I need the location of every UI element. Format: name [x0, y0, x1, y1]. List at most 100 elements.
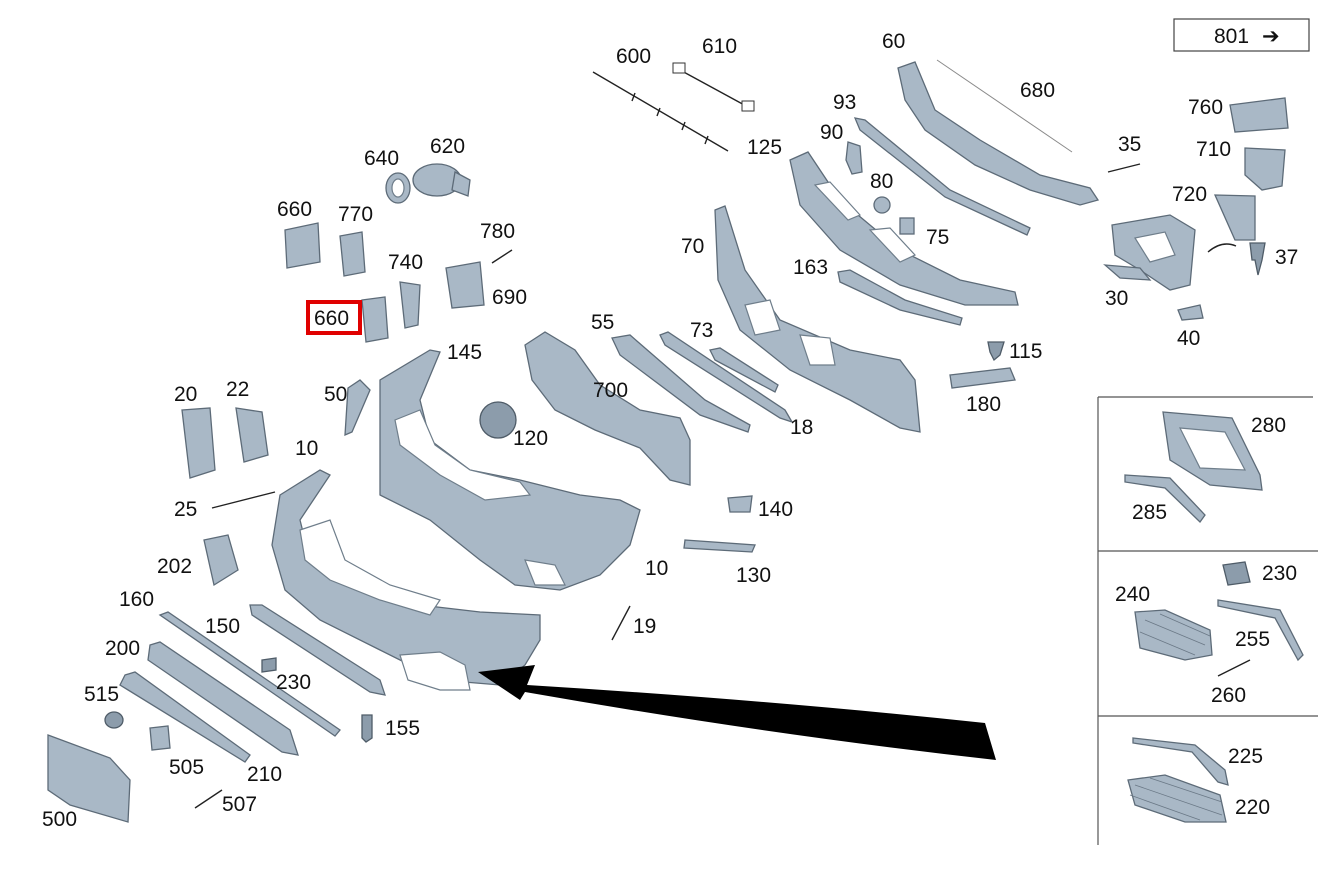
callout-35[interactable]: 35 — [1118, 133, 1141, 156]
screw-507[interactable] — [194, 789, 223, 809]
callout-140[interactable]: 140 — [758, 498, 793, 521]
callout-115[interactable]: 115 — [1009, 340, 1042, 363]
clip-75[interactable] — [899, 217, 915, 235]
control-unit-660[interactable] — [361, 296, 389, 343]
reference-801-button[interactable]: 801 ➔ — [1173, 18, 1310, 52]
callout-720[interactable]: 720 — [1172, 183, 1207, 206]
wiring-harness-610[interactable] — [672, 62, 755, 112]
trim-160[interactable] — [158, 611, 341, 737]
cable-680[interactable] — [936, 59, 1073, 153]
grille-760[interactable] — [1229, 97, 1289, 133]
callout-90[interactable]: 90 — [820, 121, 843, 144]
callout-770[interactable]: 770 — [338, 203, 373, 226]
wiring-harness-600[interactable] — [592, 71, 729, 152]
callout-210[interactable]: 210 — [247, 763, 282, 786]
callout-75[interactable]: 75 — [926, 226, 949, 249]
callout-202[interactable]: 202 — [157, 555, 192, 578]
rod-25[interactable] — [211, 491, 276, 509]
mounting-rail-55-700[interactable] — [524, 331, 691, 486]
callout-640[interactable]: 640 — [364, 147, 399, 170]
callout-125[interactable]: 125 — [747, 136, 782, 159]
strip-73b[interactable] — [709, 347, 779, 393]
callout-73[interactable]: 73 — [690, 319, 713, 342]
grille-220[interactable] — [1127, 774, 1227, 823]
callout-10-lower[interactable]: 10 — [645, 557, 668, 580]
callout-120[interactable]: 120 — [513, 427, 548, 450]
screw-780[interactable] — [491, 249, 513, 264]
strip-18[interactable] — [659, 331, 794, 424]
plug-515[interactable] — [104, 711, 124, 729]
clip-230[interactable] — [261, 657, 277, 673]
callout-610[interactable]: 610 — [702, 35, 737, 58]
grille-200[interactable] — [147, 641, 299, 756]
bracket-180[interactable] — [949, 367, 1016, 389]
callout-600[interactable]: 600 — [616, 45, 651, 68]
callout-155[interactable]: 155 — [385, 717, 420, 740]
callout-280[interactable]: 280 — [1251, 414, 1286, 437]
callout-20[interactable]: 20 — [174, 383, 197, 406]
clip-37[interactable] — [1249, 242, 1266, 276]
screw-260[interactable] — [1217, 659, 1251, 677]
callout-18[interactable]: 18 — [790, 416, 813, 439]
strip-73[interactable] — [611, 334, 751, 433]
callout-180[interactable]: 180 — [966, 393, 1001, 416]
bracket-770[interactable] — [339, 231, 366, 277]
trim-strip-93[interactable] — [853, 117, 1031, 236]
strip-50[interactable] — [344, 379, 371, 437]
cover-22[interactable] — [235, 407, 269, 463]
callout-55[interactable]: 55 — [591, 311, 614, 334]
trim-150[interactable] — [249, 604, 386, 696]
bracket-90[interactable] — [845, 141, 863, 175]
clip-155[interactable] — [361, 714, 373, 743]
callout-30[interactable]: 30 — [1105, 287, 1128, 310]
callout-40[interactable]: 40 — [1177, 327, 1200, 350]
callout-507[interactable]: 507 — [222, 793, 257, 816]
bracket-505[interactable] — [149, 725, 171, 751]
trim-210[interactable] — [119, 671, 251, 763]
callout-700[interactable]: 700 — [593, 379, 628, 402]
license-plate-bracket-500[interactable] — [47, 734, 131, 823]
clip-40[interactable] — [1177, 304, 1204, 321]
emblem-120[interactable] — [479, 401, 517, 439]
cover-20[interactable] — [181, 407, 216, 479]
clip-80[interactable] — [873, 196, 891, 214]
callout-230-inset[interactable]: 230 — [1262, 562, 1297, 585]
callout-200[interactable]: 200 — [105, 637, 140, 660]
callout-50[interactable]: 50 — [324, 383, 347, 406]
bumper-cover-145[interactable] — [379, 349, 641, 591]
sensor-620[interactable] — [412, 163, 471, 197]
callout-80[interactable]: 80 — [870, 170, 893, 193]
callout-163[interactable]: 163 — [793, 256, 828, 279]
callout-740[interactable]: 740 — [388, 251, 423, 274]
callout-25[interactable]: 25 — [174, 498, 197, 521]
callout-220[interactable]: 220 — [1235, 796, 1270, 819]
callout-505[interactable]: 505 — [169, 756, 204, 779]
bracket-202[interactable] — [203, 534, 239, 587]
bumper-cover-10[interactable] — [271, 469, 541, 691]
callout-660-upper[interactable]: 660 — [277, 198, 312, 221]
rivet-19[interactable] — [611, 605, 631, 641]
callout-93[interactable]: 93 — [833, 91, 856, 114]
callout-500[interactable]: 500 — [42, 808, 77, 831]
trim-163[interactable] — [837, 269, 963, 326]
callout-690[interactable]: 690 — [492, 286, 527, 309]
callout-19[interactable]: 19 — [633, 615, 656, 638]
callout-620[interactable]: 620 — [430, 135, 465, 158]
bracket-30[interactable] — [1103, 214, 1196, 291]
callout-60[interactable]: 60 — [882, 30, 905, 53]
grille-240[interactable] — [1134, 609, 1213, 661]
cover-710[interactable] — [1244, 147, 1286, 191]
callout-145[interactable]: 145 — [447, 341, 482, 364]
clip-140[interactable] — [727, 495, 753, 513]
clip-230-inset[interactable] — [1222, 561, 1251, 586]
callout-780[interactable]: 780 — [480, 220, 515, 243]
callout-515[interactable]: 515 — [84, 683, 119, 706]
bracket-740[interactable] — [399, 281, 421, 329]
callout-130[interactable]: 130 — [736, 564, 771, 587]
callout-760[interactable]: 760 — [1188, 96, 1223, 119]
callout-37[interactable]: 37 — [1275, 246, 1298, 269]
callout-22[interactable]: 22 — [226, 378, 249, 401]
callout-230[interactable]: 230 — [276, 671, 311, 694]
callout-70[interactable]: 70 — [681, 235, 704, 258]
callout-680[interactable]: 680 — [1020, 79, 1055, 102]
